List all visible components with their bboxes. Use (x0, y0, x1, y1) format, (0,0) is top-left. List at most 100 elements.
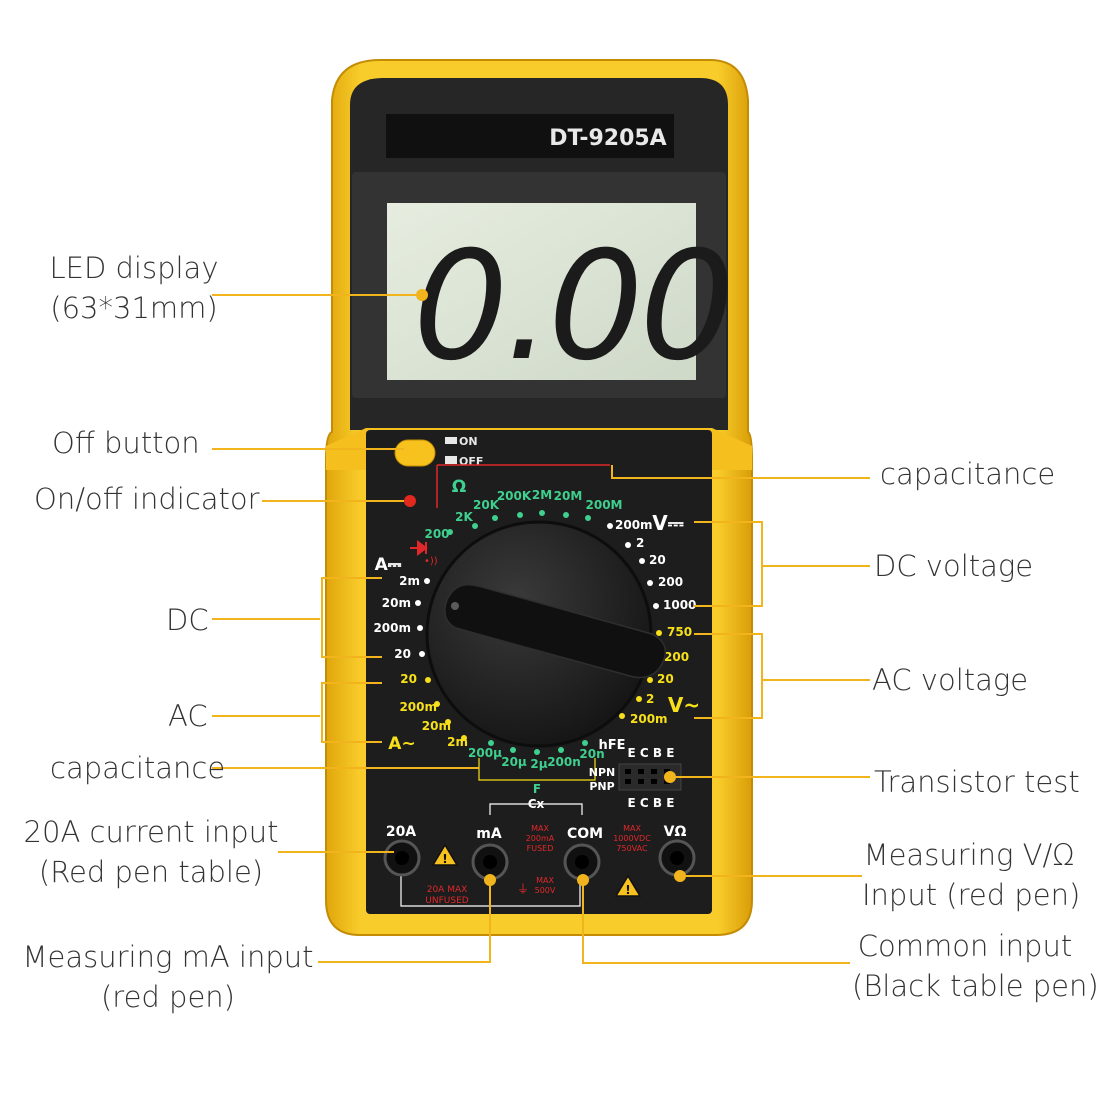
socket-hole (664, 769, 670, 774)
buzzer-icon: •)) (424, 556, 438, 567)
acv-range-4-dot (619, 713, 625, 719)
jack-label-com: COM (567, 826, 603, 842)
acv-range-3-dot (636, 696, 642, 702)
callout-vohm-input: Measuring V/Ω Input (red pen) (862, 835, 1080, 915)
dca-range-1-dot (415, 600, 421, 606)
callout-common-line1: Common input (857, 929, 1073, 963)
cap-range-2: 2μ (530, 757, 547, 771)
npn-label: NPN (589, 766, 615, 779)
callout-led-display: LED display (63*31mm) (34, 248, 234, 328)
acv-range-0-dot (656, 630, 662, 636)
jack-vohm[interactable] (658, 839, 696, 877)
switch-off-label: OFF (459, 455, 483, 468)
jack-com[interactable] (563, 843, 601, 881)
cap-range-3: 200n (547, 755, 581, 769)
cx-bracket (489, 803, 583, 815)
dca-range-2-dot (417, 625, 423, 631)
ohm-range-3: 200K (497, 489, 532, 503)
dca-range-3: 20 (394, 647, 411, 661)
ohm-range-4-dot (539, 510, 545, 516)
socket-hole (651, 769, 657, 774)
pnp-label: PNP (589, 780, 614, 793)
ohm-range-5: 20M (554, 489, 583, 503)
ground-icon: ⏚ (517, 882, 529, 896)
dca-range-3-dot (419, 651, 425, 657)
leader-dcv (694, 521, 870, 607)
com-warning-1: MAX (623, 824, 641, 833)
leader-lines (212, 294, 870, 964)
ohm-range-6: 200M (586, 498, 623, 512)
callout-onoff-indicator: On/off indicator (34, 482, 260, 516)
leader-dots (416, 289, 686, 886)
aca-range-1-dot (434, 701, 440, 707)
callout-common-line2: (Black table pen) (852, 969, 1099, 1003)
acv-range-2: 20 (657, 672, 674, 686)
dial-bracket-line (436, 464, 610, 508)
ma-warning-3: FUSED (527, 844, 554, 853)
cap-range-4: 20n (579, 747, 604, 761)
lcd-screen (387, 203, 696, 380)
knob-pointer[interactable] (444, 583, 667, 679)
power-switch[interactable] (394, 439, 436, 467)
com-warning-2: 1000VDC (613, 834, 651, 843)
switch-on-label: ON (459, 435, 478, 448)
dca-range-0: 2m (399, 574, 420, 588)
jack-label-20a: 20A (386, 824, 416, 840)
acv-range-3: 2 (646, 692, 654, 706)
transistor-pins-bottom: E C B E (628, 796, 675, 810)
leader-dc (212, 577, 382, 658)
dcv-range-4: 1000 (663, 598, 696, 612)
callout-led-line2: (63*31mm) (50, 291, 218, 325)
warning-exclaim: ! (625, 883, 630, 897)
cap-range-2-dot (534, 749, 540, 755)
acv-range-0: 750 (667, 625, 692, 639)
aca-range-2-dot (445, 719, 451, 725)
leader-com (582, 880, 850, 964)
diode-icon (410, 540, 428, 556)
ground-warning-1: MAX (536, 876, 554, 885)
aca-range-2: 20m (422, 719, 451, 733)
callout-20a-line2: (Red pen table) (38, 855, 264, 889)
acv-symbol: V~ (668, 693, 700, 717)
callout-common-input: Common input (Black table pen) (852, 926, 1099, 1006)
leader-ac (212, 682, 382, 743)
callout-ma-line1: Measuring mA input (22, 940, 314, 974)
callout-20a-input: 20A current input (Red pen table) (20, 812, 282, 892)
callout-ma-input: Measuring mA input (red pen) (22, 937, 314, 1017)
warning-triangle-icon (431, 843, 459, 866)
a20-warning-2: UNFUSED (425, 896, 468, 906)
callout-dc: DC (166, 603, 209, 637)
cap-range-0: 200μ (468, 746, 502, 760)
dcv-range-2-dot (639, 558, 645, 564)
transistor-pins-top: E C B E (628, 746, 675, 760)
acv-range-2-dot (647, 677, 653, 683)
ohm-range-1-dot (472, 523, 478, 529)
cap-range-1-dot (510, 747, 516, 753)
callout-transistor-test: Transistor test (874, 765, 1080, 799)
jack-20a[interactable] (383, 839, 421, 877)
ohm-range-3-dot (517, 512, 523, 518)
ohm-range-1: 2K (455, 510, 473, 524)
ohm-range-2: 20K (473, 498, 500, 512)
ma-warning-1: MAX (531, 824, 549, 833)
dcv-range-1: 2 (636, 536, 644, 550)
callout-ac: AC (168, 699, 208, 733)
socket-hole (625, 779, 631, 784)
jack-ma[interactable] (471, 843, 509, 881)
socket-hole (638, 779, 644, 784)
switch-off-icon (445, 456, 457, 464)
socket-hole (638, 769, 644, 774)
dca-range-0-dot (424, 578, 430, 584)
callout-ma-line2: (red pen) (100, 980, 235, 1014)
leader-cap-right (611, 465, 870, 479)
dcv-range-0: 200m (615, 518, 653, 532)
jack-label-ma: mA (476, 826, 502, 842)
aca-symbol: A~ (388, 734, 415, 754)
dcv-range-3: 200 (658, 575, 683, 589)
model-label: DT-9205A (549, 126, 666, 151)
cap-range-1: 20μ (501, 755, 527, 769)
socket-hole (625, 769, 631, 774)
